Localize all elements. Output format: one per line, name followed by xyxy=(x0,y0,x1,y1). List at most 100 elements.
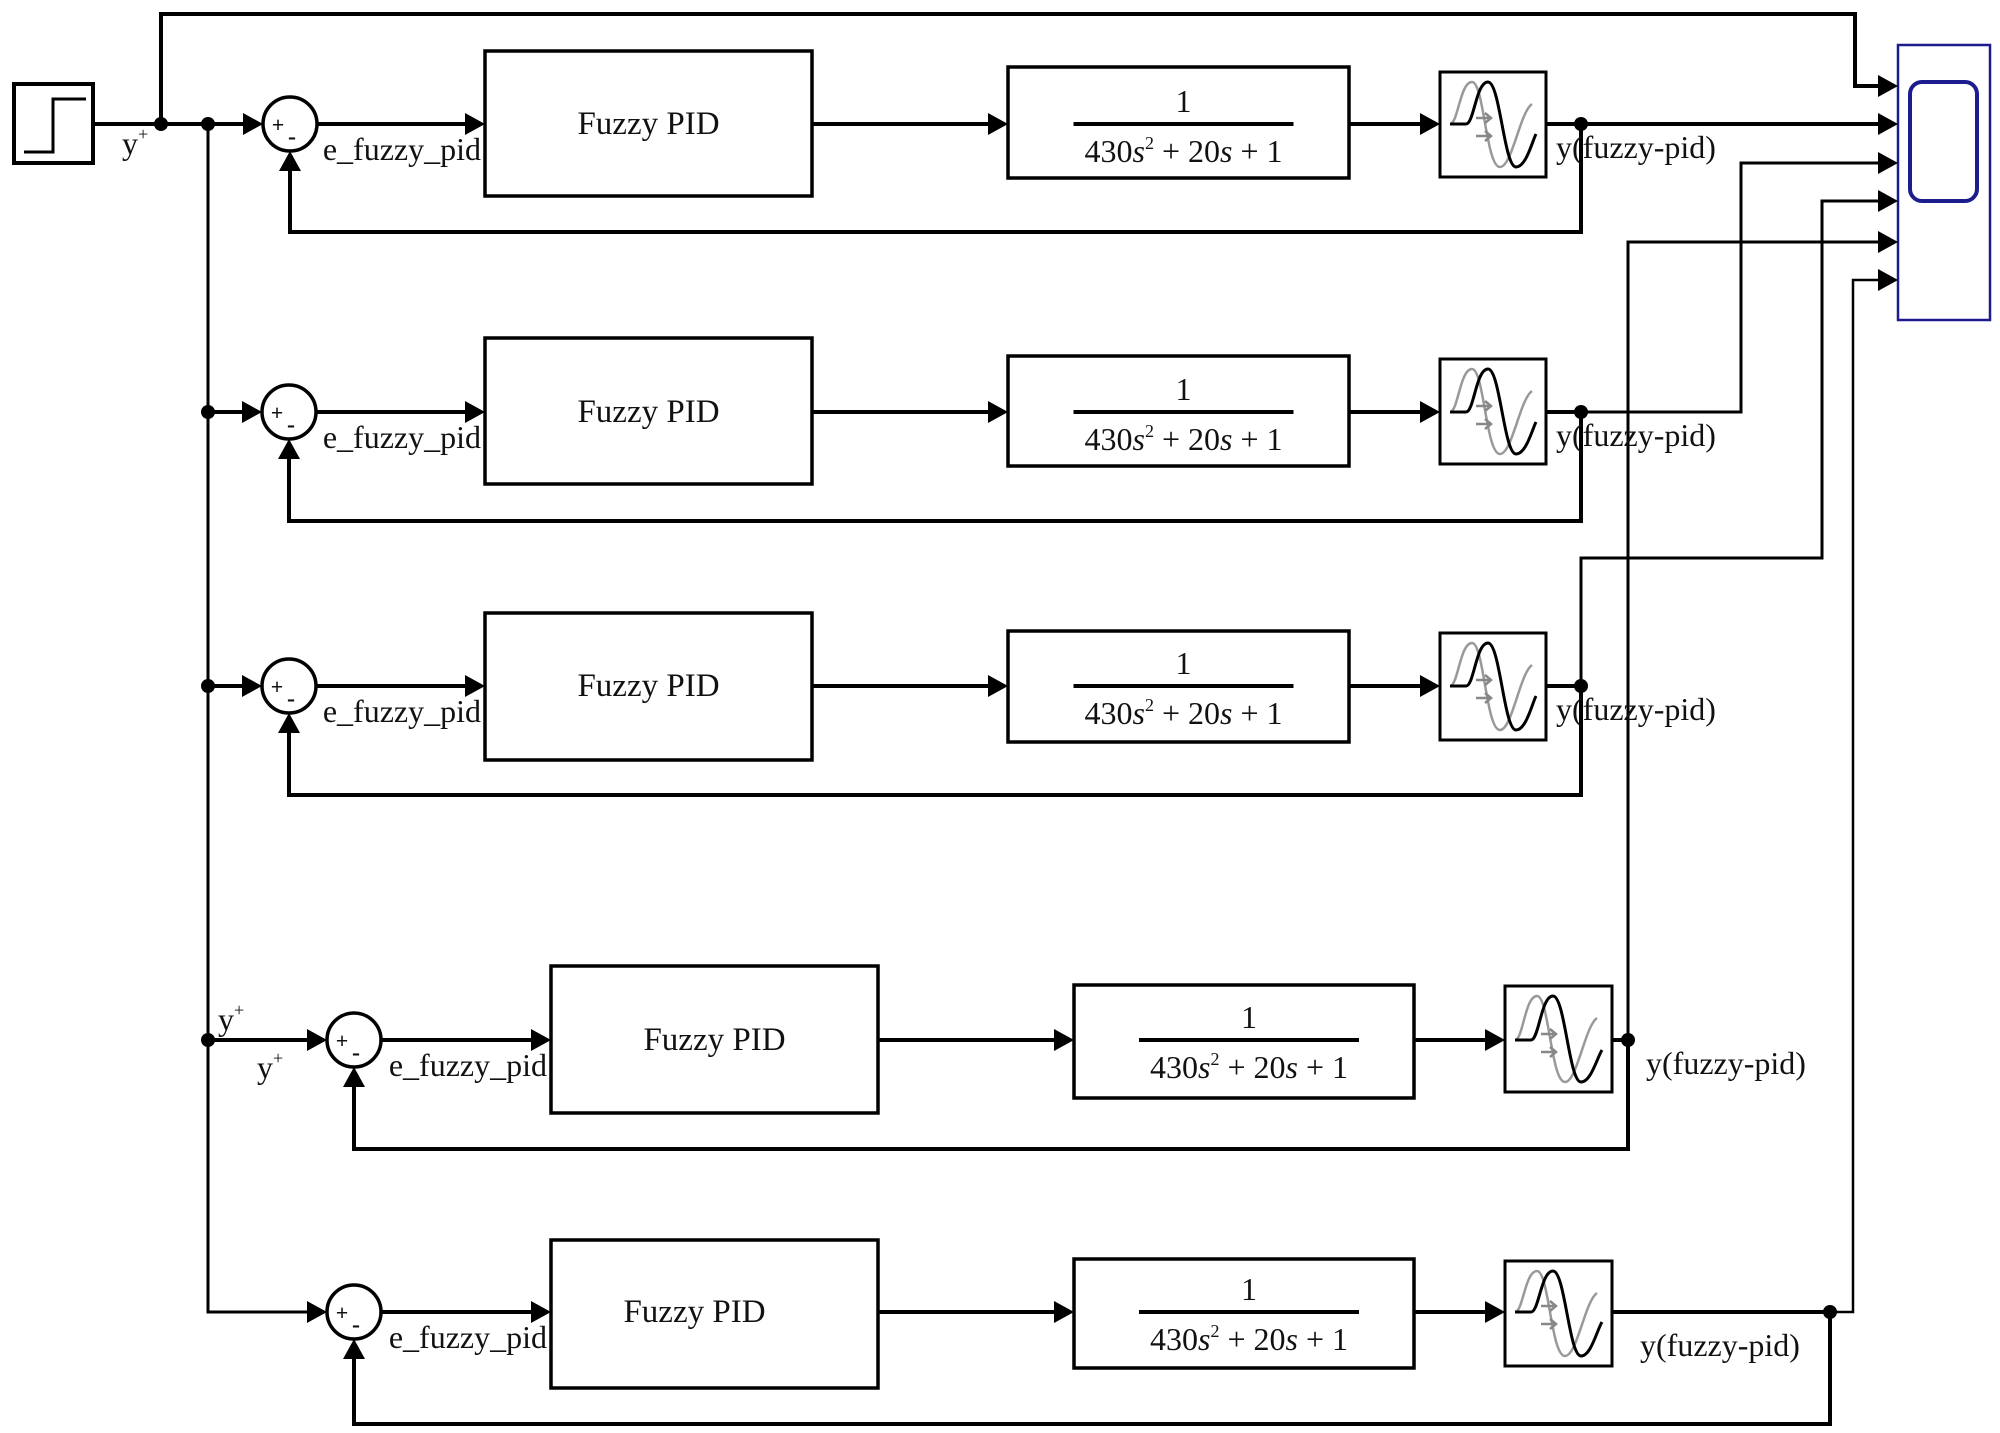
delay-shift-arrow-icon xyxy=(1541,1318,1558,1330)
plant-input-arrow xyxy=(988,401,1008,423)
reference-bus-wire xyxy=(206,124,307,1314)
error-signal-label: e_fuzzy_pid xyxy=(323,131,481,167)
sum-minus-input-arrow xyxy=(343,1339,365,1359)
scope-icon xyxy=(1908,80,1979,203)
fuzzy-pid-label: Fuzzy PID xyxy=(643,1022,785,1058)
loop-4-to-scope-wire xyxy=(1626,240,1878,1040)
plant-input-arrow xyxy=(988,675,1008,697)
sum-block[interactable]: +- xyxy=(261,95,319,153)
plant-input-arrow xyxy=(1054,1029,1074,1051)
delay-input-arrow xyxy=(1485,1029,1505,1051)
delay-shift-arrow-icon xyxy=(1476,400,1493,412)
delay-shift-arrow-icon xyxy=(1476,674,1493,686)
scope-input-port-2 xyxy=(1878,113,1898,135)
transport-delay-block[interactable] xyxy=(1438,70,1548,179)
fuzzy-pid-block[interactable]: Fuzzy PID xyxy=(483,336,814,486)
sum-block[interactable]: +- xyxy=(260,383,318,441)
output-signal-label: y(fuzzy-pid) xyxy=(1556,129,1716,165)
feedback-wire xyxy=(288,124,1583,234)
scope-input-port-6 xyxy=(1878,269,1898,291)
signal-wires xyxy=(93,12,1878,1426)
fuzzy-pid-block-frame xyxy=(549,964,880,1115)
delay-icon-ghost-wave xyxy=(1514,994,1598,1084)
transport-delay-block[interactable] xyxy=(1438,357,1548,466)
plant-input-arrow xyxy=(1054,1301,1074,1323)
fuzzy-pid-block[interactable]: Fuzzy PID xyxy=(549,1238,880,1390)
transport-delay-icon xyxy=(1450,80,1538,169)
transport-delay-block[interactable] xyxy=(1438,631,1548,742)
sum-block[interactable]: +- xyxy=(325,1011,383,1069)
delay-shift-arrow-icon xyxy=(1476,418,1493,430)
fuzzy-pid-input-arrow xyxy=(465,675,485,697)
error-signal-label: e_fuzzy_pid xyxy=(389,1047,547,1083)
error-signal-label: e_fuzzy_pid xyxy=(323,693,481,729)
tf-denominator: 430s2 + 20s + 1 xyxy=(1085,421,1283,457)
sum-block-circle xyxy=(325,1011,383,1069)
scope-input-port-5 xyxy=(1878,231,1898,253)
output-signal-label: y(fuzzy-pid) xyxy=(1556,691,1716,727)
feedback-wire xyxy=(352,1312,1832,1426)
tf-numerator: 1 xyxy=(1176,645,1192,681)
scope-input-port-4 xyxy=(1878,190,1898,212)
tf-denominator: 430s2 + 20s + 1 xyxy=(1150,1049,1348,1085)
error-signal-label: e_fuzzy_pid xyxy=(389,1319,547,1355)
reference-signal-label: y+ xyxy=(122,124,148,161)
fuzzy-pid-block[interactable]: Fuzzy PID xyxy=(483,49,814,198)
fuzzy-pid-label: Fuzzy PID xyxy=(577,106,719,142)
fuzzy-pid-input-arrow xyxy=(531,1029,551,1051)
fuzzy-pid-block-frame xyxy=(483,611,814,762)
scope-input-port-1 xyxy=(1878,75,1898,97)
sum-block[interactable]: +- xyxy=(325,1283,383,1341)
transport-delay-icon xyxy=(1450,641,1538,732)
transport-delay-icon xyxy=(1515,994,1604,1084)
sum-minus-sign: - xyxy=(287,686,295,712)
loop-4-reference-label-upper: y+ xyxy=(218,1000,244,1037)
transport-delay-block[interactable] xyxy=(1503,1259,1614,1368)
sum-minus-input-arrow xyxy=(278,713,300,733)
sum-minus-input-arrow xyxy=(279,151,301,171)
delay-shift-arrow-icon xyxy=(1476,692,1493,704)
transport-delay-block[interactable] xyxy=(1503,984,1614,1094)
sum-plus-sign: + xyxy=(271,400,284,425)
fuzzy-pid-block[interactable]: Fuzzy PID xyxy=(483,611,814,762)
delay-shift-arrow-icon xyxy=(1541,1300,1558,1312)
fuzzy-pid-block-frame xyxy=(483,336,814,486)
transport-delay-icon xyxy=(1515,1269,1604,1358)
delay-input-arrow xyxy=(1485,1301,1505,1323)
sum-block-circle xyxy=(260,383,318,441)
sum-5-plus-input-arrow xyxy=(307,1301,327,1323)
sum-4-plus-input-arrow xyxy=(307,1029,327,1051)
sum-block[interactable]: +- xyxy=(260,657,318,715)
tf-denominator: 430s2 + 20s + 1 xyxy=(1150,1321,1348,1357)
tf-numerator: 1 xyxy=(1176,83,1192,119)
step-block[interactable] xyxy=(12,82,95,165)
scope-block[interactable] xyxy=(1896,43,1992,322)
reference-to-scope-wire xyxy=(159,12,1878,124)
loop-3-to-scope-wire xyxy=(1579,199,1878,686)
delay-shift-arrow-icon xyxy=(1476,112,1493,124)
delay-input-arrow xyxy=(1420,675,1440,697)
sum-minus-sign: - xyxy=(352,1040,360,1066)
feedback-wire xyxy=(287,412,1583,523)
sum-plus-sign: + xyxy=(272,112,285,137)
loop-4-reference-label-lower: y+ xyxy=(257,1048,283,1085)
loop-5-to-scope-wire xyxy=(1830,278,1878,1314)
labels: y+ e_fuzzy_pid y(fuzzy-pid) e_fuzzy_pid y(fu… xyxy=(122,124,1806,1363)
sum-block-circle xyxy=(325,1283,383,1341)
fuzzy-pid-input-arrow xyxy=(465,401,485,423)
sum-3-plus-input-arrow xyxy=(242,675,262,697)
fuzzy-pid-block[interactable]: Fuzzy PID xyxy=(549,964,880,1115)
sum-minus-sign: - xyxy=(352,1312,360,1338)
